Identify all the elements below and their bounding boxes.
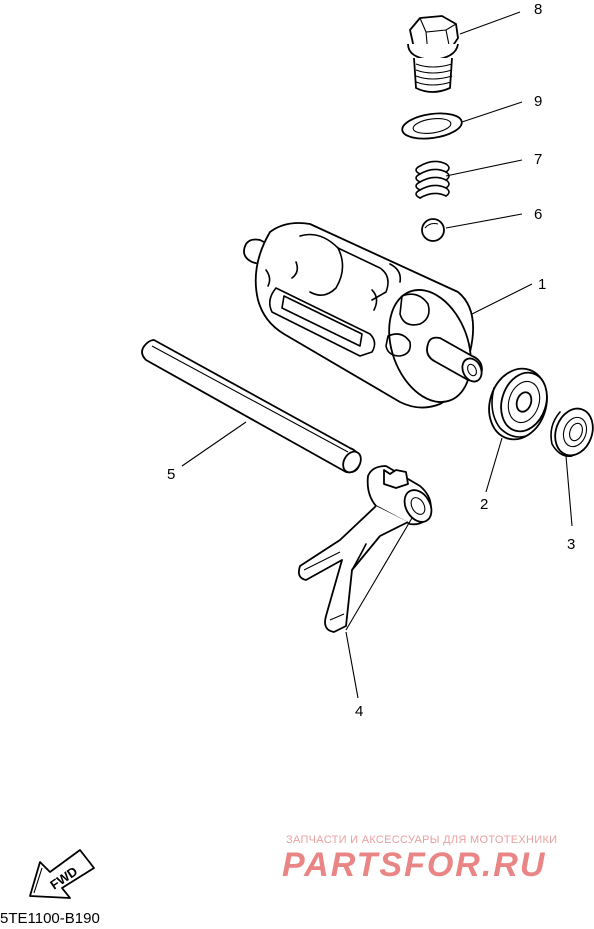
leader-1	[471, 283, 533, 315]
part-shift-drum	[243, 222, 483, 409]
callout-4: 4	[355, 703, 363, 720]
callout-2: 2	[480, 496, 488, 513]
leader-3	[565, 455, 573, 527]
leader-lines	[181, 11, 573, 699]
part-oil-seal	[550, 407, 594, 458]
leader-4	[345, 631, 359, 699]
watermark-tagline: ЗАПЧАСТИ И АКСЕССУАРЫ ДЛЯ МОТОТЕХНИКИ	[286, 834, 558, 846]
fwd-arrow-icon: FWD	[29, 849, 95, 899]
part-ball	[421, 218, 445, 242]
callout-5: 5	[167, 466, 175, 483]
callout-6: 6	[534, 206, 542, 223]
part-guide-bar	[141, 339, 362, 474]
part-shift-fork	[297, 465, 433, 633]
part-washer	[401, 112, 463, 140]
callout-3: 3	[567, 536, 575, 553]
leader-9	[461, 101, 523, 123]
callout-numbers: 8 9 7 6 1 2 3 5 4	[167, 1, 575, 720]
leader-6	[445, 213, 523, 229]
watermark-logo: PARTSFOR.RU	[282, 846, 547, 884]
part-bolt	[407, 15, 459, 93]
leader-4a	[345, 517, 413, 631]
leader-5	[181, 421, 247, 467]
leader-8	[459, 11, 521, 35]
callout-8: 8	[534, 1, 542, 18]
part-bearing	[488, 367, 548, 441]
leader-7	[445, 159, 523, 177]
callout-9: 9	[534, 93, 542, 110]
leader-2	[485, 437, 503, 493]
part-spring	[415, 160, 450, 199]
callout-7: 7	[534, 151, 542, 168]
diagram-code: 5TE1100-B190	[0, 910, 100, 927]
callout-1: 1	[538, 276, 546, 293]
